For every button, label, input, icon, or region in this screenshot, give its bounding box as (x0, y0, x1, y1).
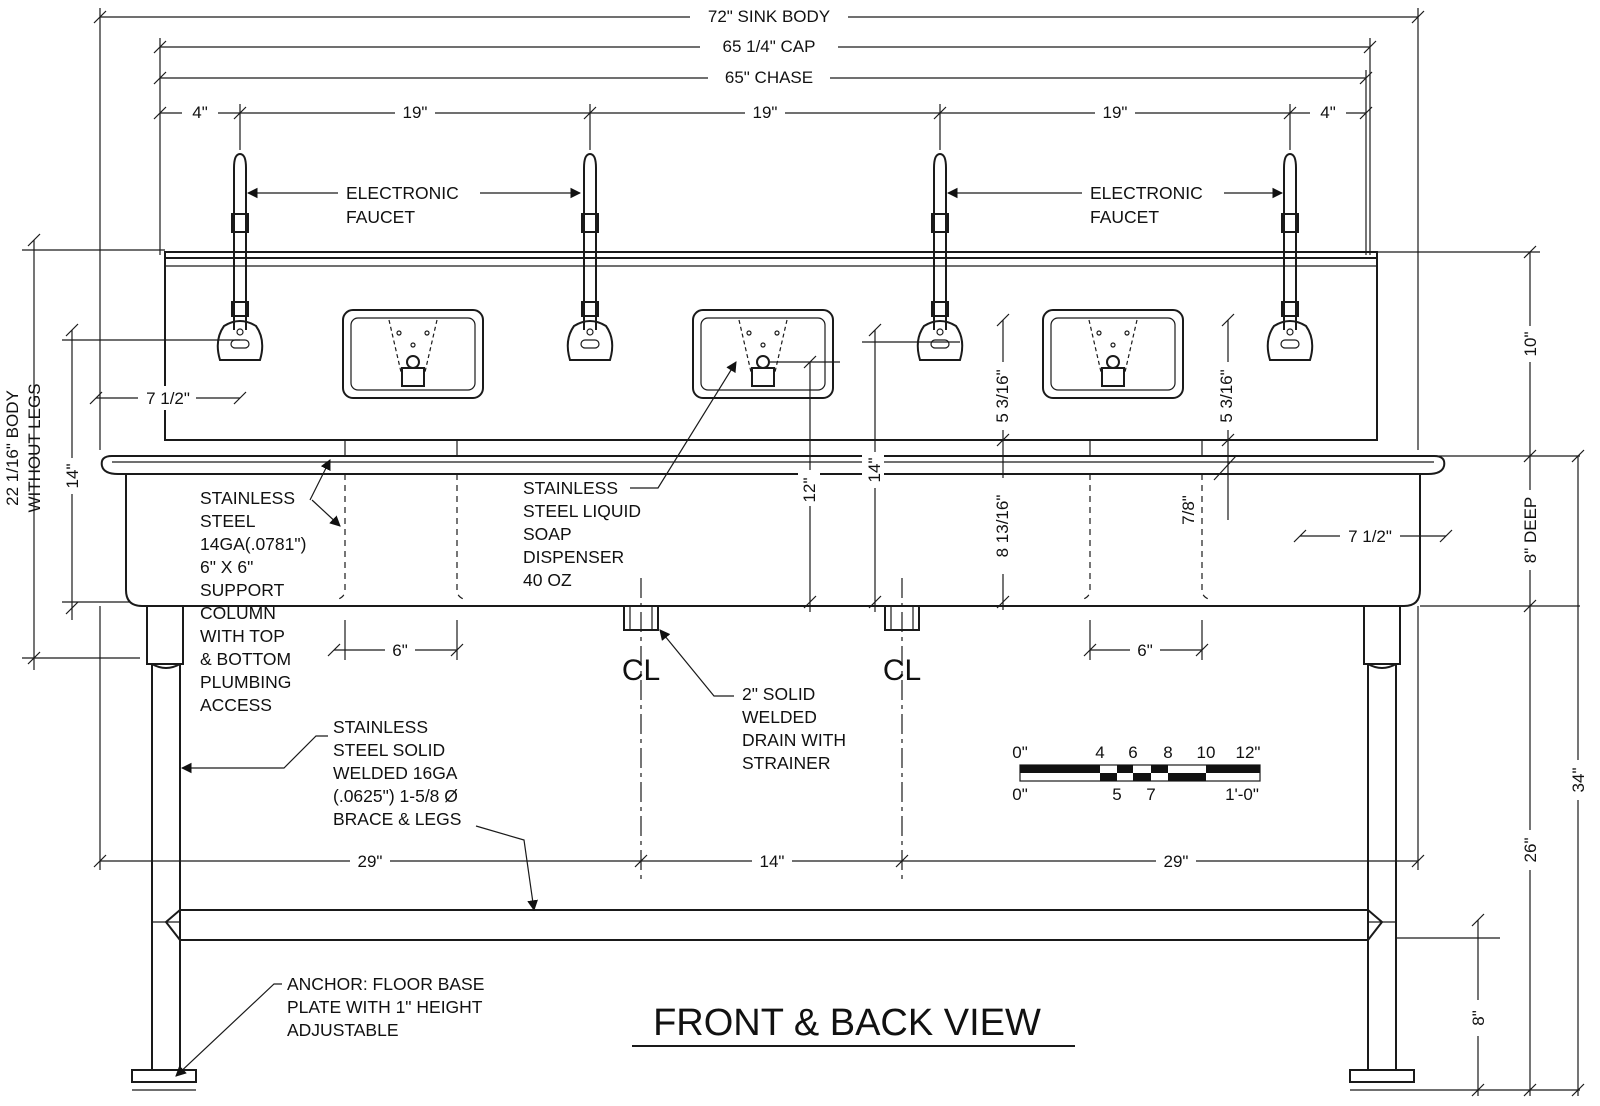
scale-bottom-label: 1'-0" (1225, 785, 1259, 804)
note-legs: STAINLESS STEEL SOLID WELDED 16GA (.0625… (333, 717, 463, 829)
scale-top-label: 12" (1236, 743, 1261, 762)
dim-top-5-3-16-b: 5 3/16" (1217, 369, 1236, 422)
dim-mid-12: 12" (800, 478, 819, 503)
scale-cell (1020, 765, 1100, 773)
scale-cell (1206, 765, 1260, 773)
scale-cell (1117, 765, 1133, 773)
scale-bottom-label: 7 (1146, 785, 1155, 804)
soap-dispenser (692, 309, 834, 399)
dim-spacing-2: 19" (753, 103, 778, 122)
left-dimensions: 22 1/16" BODY WITHOUT LEGS 14" 7 1/2" 6" (3, 233, 464, 670)
electronic-faucet (216, 152, 264, 361)
right-dimensions: 10" 8" DEEP 34" 26" 8" (1377, 245, 1590, 1097)
note-soap: STAINLESS STEEL LIQUID SOAP DISPENSER 40… (523, 478, 646, 590)
legs-callout: STAINLESS STEEL SOLID WELDED 16GA (.0625… (180, 717, 538, 912)
dim-lip-7-8: 7/8" (1179, 495, 1198, 525)
dim-bottom-29-right: 29" (1164, 852, 1189, 871)
drawing-title: FRONT & BACK VIEW (653, 1002, 1041, 1044)
dim-body-height-2: WITHOUT LEGS (25, 383, 44, 512)
dim-floor-8: 8" (1469, 1010, 1488, 1026)
dim-column-left: 6" (392, 641, 408, 660)
scale-bottom-label: 5 (1112, 785, 1121, 804)
dim-depth-8-13-16: 8 13/16" (993, 495, 1012, 558)
sink-bowl (100, 439, 1446, 607)
scale-cell (1100, 773, 1117, 781)
middle-dimensions: 12" 14" 5 3/16" 8 13/16" 5 3/16" 7/8" 7 … (770, 313, 1453, 662)
dim-bottom-14: 14" (760, 852, 785, 871)
dim-body-height: 22 1/16" BODY (3, 390, 22, 506)
faucet-callout-right: ELECTRONIC FAUCET (946, 183, 1284, 227)
note-anchor: ANCHOR: FLOOR BASE PLATE WITH 1" HEIGHT … (287, 974, 489, 1040)
dim-left-14: 14" (63, 464, 82, 489)
bottom-dimensions: 29" 14" 29" (93, 606, 1425, 873)
soap-dispensers (342, 309, 1184, 399)
backsplash (164, 251, 1378, 441)
drain-callout: 2" SOLID WELDED DRAIN WITH STRAINER (659, 629, 851, 773)
soap-dispenser (342, 309, 484, 399)
dim-bottom-29-left: 29" (358, 852, 383, 871)
dim-spacing-1: 19" (403, 103, 428, 122)
electronic-faucet (916, 152, 964, 361)
scale-top-label: 6 (1128, 743, 1137, 762)
electronic-faucets (216, 152, 1314, 361)
legs-and-brace (131, 605, 1415, 1091)
top-dimensions: 72" SINK BODY 65 1/4" CAP 65" CHASE 4" 1… (93, 4, 1425, 450)
note-drain: 2" SOLID WELDED DRAIN WITH STRAINER (742, 684, 851, 773)
electronic-faucet (1266, 152, 1314, 361)
scale-bar: 0" 4 6 8 10 12" 0" 5 7 1'-0" (1012, 743, 1261, 804)
dim-leg-26: 26" (1521, 838, 1540, 863)
scale-top-label: 10 (1197, 743, 1216, 762)
scale-top-label: 4 (1095, 743, 1104, 762)
dim-height-left: 7 1/2" (146, 389, 190, 408)
dim-backsplash-10: 10" (1521, 332, 1540, 357)
note-column: STAINLESS STEEL 14GA(.0781") 6" X 6" SUP… (200, 488, 311, 715)
dim-deep-8: 8" DEEP (1521, 497, 1540, 564)
scale-bottom-label: 0" (1012, 785, 1028, 804)
note-faucet-right-1: ELECTRONIC (1090, 183, 1203, 203)
dim-top-5-3-16-a: 5 3/16" (993, 369, 1012, 422)
scale-cell (1151, 765, 1168, 773)
dim-sink-body: 72" SINK BODY (708, 7, 830, 26)
scale-top-label: 0" (1012, 743, 1028, 762)
soap-dispenser (1042, 309, 1184, 399)
dim-chase: 65" CHASE (725, 68, 813, 87)
note-faucet-left-1: ELECTRONIC (346, 183, 459, 203)
scale-top-label: 8 (1163, 743, 1172, 762)
centerline-left-label: CL (622, 654, 660, 687)
dim-edge-left: 4" (192, 103, 208, 122)
dim-cap: 65 1/4" CAP (723, 37, 816, 56)
dim-edge-right: 4" (1320, 103, 1336, 122)
note-faucet-left-2: FAUCET (346, 207, 415, 227)
dim-total-34: 34" (1569, 768, 1588, 793)
scale-cell (1133, 773, 1151, 781)
scale-cell (1168, 773, 1206, 781)
column-callout: STAINLESS STEEL 14GA(.0781") 6" X 6" SUP… (200, 459, 341, 715)
dim-spacing-3: 19" (1103, 103, 1128, 122)
centerline-right-label: CL (883, 654, 921, 687)
centerlines: CL CL (622, 578, 921, 880)
dim-column-right: 6" (1137, 641, 1153, 660)
dim-mid-14: 14" (865, 458, 884, 483)
dim-height-right: 7 1/2" (1348, 527, 1392, 546)
note-faucet-right-2: FAUCET (1090, 207, 1159, 227)
anchor-callout: ANCHOR: FLOOR BASE PLATE WITH 1" HEIGHT … (175, 974, 489, 1077)
soap-callout: STAINLESS STEEL LIQUID SOAP DISPENSER 40… (523, 361, 737, 590)
electronic-faucet (566, 152, 614, 361)
drawing-title-block: FRONT & BACK VIEW (632, 1002, 1075, 1047)
faucet-callout-left: ELECTRONIC FAUCET (246, 183, 582, 227)
